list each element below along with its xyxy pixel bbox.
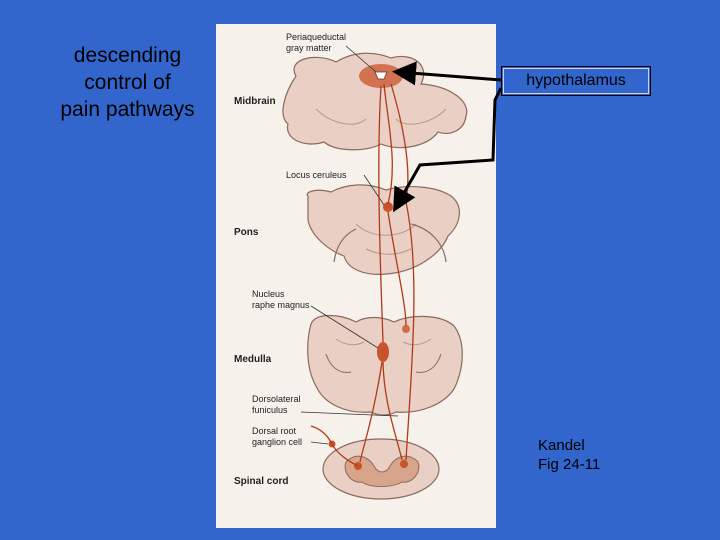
drg-leader-line bbox=[310, 441, 329, 445]
spinal-cord-section bbox=[310, 425, 440, 500]
medulla-label: Medulla bbox=[234, 354, 272, 365]
drg-label-line-1: Dorsal root bbox=[252, 426, 297, 436]
citation-line-1: Kandel bbox=[538, 437, 585, 454]
slide-title: descending control of pain pathways bbox=[30, 42, 225, 123]
olive-outline bbox=[325, 353, 352, 373]
pons-tissue bbox=[306, 184, 460, 275]
pathway-diagram: Midbrain Periaqueductal gray matter Pons… bbox=[234, 32, 468, 500]
pons-texture bbox=[355, 223, 417, 236]
dlf-label-line-2: funiculus bbox=[252, 405, 288, 415]
medulla-texture bbox=[335, 338, 365, 346]
cranial-nerve bbox=[333, 228, 357, 263]
pons-label: Pons bbox=[234, 227, 259, 238]
pag-label-line-2: gray matter bbox=[286, 43, 332, 53]
dorsal-horn-terminal-right bbox=[400, 460, 408, 468]
citation-line-2: Fig 24-11 bbox=[538, 456, 601, 473]
midbrain-label: Midbrain bbox=[234, 96, 276, 107]
locus-ceruleus-nucleus bbox=[383, 202, 393, 212]
pag-label-line-1: Periaqueductal bbox=[286, 32, 346, 42]
cranial-nerve bbox=[410, 223, 447, 263]
locus-to-spinal-fiber bbox=[405, 201, 415, 461]
drg-label-line-2: ganglion cell bbox=[252, 437, 302, 447]
medulla-section bbox=[307, 314, 463, 416]
raphe-label-line-1: Nucleus bbox=[252, 289, 285, 299]
medulla-nucleus-contralateral bbox=[402, 325, 410, 333]
raphe-leader-line bbox=[310, 305, 379, 349]
peripheral-afferent-fiber bbox=[310, 425, 333, 445]
dlf-label-line-1: Dorsolateral bbox=[252, 394, 301, 404]
aqueduct bbox=[374, 71, 388, 80]
medulla-tissue bbox=[307, 314, 463, 416]
figure-citation: Kandel Fig 24-11 bbox=[538, 436, 600, 474]
locus-ceruleus-label: Locus ceruleus bbox=[286, 170, 347, 180]
title-line-3: pain pathways bbox=[60, 98, 195, 121]
arrow-to-pag bbox=[392, 61, 502, 86]
nucleus-raphe-magnus bbox=[377, 342, 389, 362]
pain-pathway-figure: Midbrain Periaqueductal gray matter Pons… bbox=[216, 24, 496, 528]
pag-leader-line bbox=[345, 45, 377, 73]
spinal-cord-label: Spinal cord bbox=[234, 476, 288, 487]
spinal-cord-tissue bbox=[322, 438, 440, 500]
arrow-to-locus-ceruleus bbox=[393, 87, 503, 213]
raphe-to-spinal-fiber bbox=[382, 361, 403, 461]
hypothalamus-callout: hypothalamus bbox=[501, 66, 651, 96]
locus-descending-fiber bbox=[387, 211, 407, 327]
hypothalamus-label: hypothalamus bbox=[526, 72, 626, 89]
medulla-texture bbox=[402, 338, 432, 346]
midbrain-section bbox=[282, 52, 468, 151]
olive-outline bbox=[415, 353, 442, 373]
pag-to-raphe-fiber bbox=[378, 85, 384, 343]
raphe-to-spinal-fiber-left bbox=[359, 361, 383, 463]
dlf-leader-line bbox=[300, 411, 399, 417]
title-line-1: descending bbox=[73, 44, 182, 67]
locus-leader-line bbox=[363, 174, 385, 206]
raphe-label-line-2: raphe magnus bbox=[252, 300, 310, 310]
midbrain-texture bbox=[395, 108, 447, 125]
pag-to-locus-fiber bbox=[383, 83, 393, 205]
pons-texture bbox=[365, 248, 412, 255]
midbrain-tissue bbox=[282, 52, 468, 151]
title-line-2: control of bbox=[84, 71, 171, 94]
midbrain-texture bbox=[315, 108, 367, 125]
primary-afferent-fiber bbox=[331, 443, 359, 467]
